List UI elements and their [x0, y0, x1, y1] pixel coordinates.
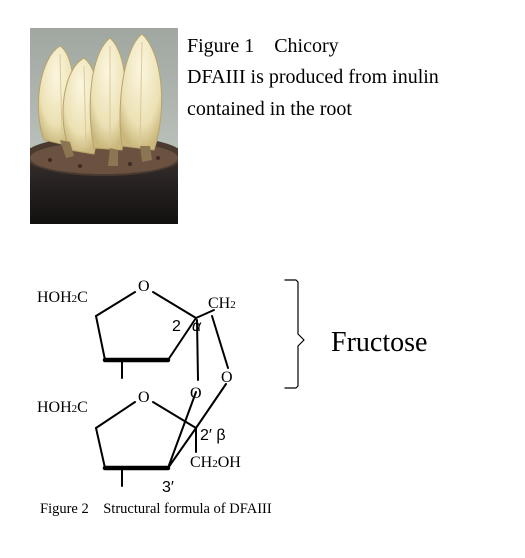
lower-hoh2c-label: HOH2C [37, 399, 88, 416]
lower-ring-bond-c5-o [95, 401, 136, 429]
bridge-oxygen-left: O [190, 385, 202, 402]
dfaiii-structural-formula: HOH2C O CH2 2 α O O HOH2C O 2′ β CH2OH 3… [0, 260, 525, 500]
upper-anomeric-number: 2 [172, 318, 181, 335]
figure1-caption-line2: DFAIII is produced from inulin [187, 66, 439, 88]
figure1-caption-title: Figure 1 Chicory [187, 35, 339, 57]
upper-ring-bond-o-c2 [152, 291, 197, 319]
upper-ring-bond-c5-c4 [95, 315, 106, 361]
lower-ring-oxygen-label: O [138, 389, 150, 406]
figure2-caption: Figure 2 Structural formula of DFAIII [40, 501, 272, 517]
bridge-oxygen-right: O [221, 369, 233, 386]
lower-ch2oh-label: CH2OH [190, 454, 241, 471]
lower-ring-bond-c2-c3 [167, 427, 197, 469]
upper-ring-bond-c2-c3 [167, 317, 197, 361]
upper-anomeric-alpha: α [192, 318, 202, 335]
fructose-bracket-label: Fructose [331, 327, 428, 358]
lower-anomeric-beta: 2′ β [200, 427, 226, 444]
chicory-photo [30, 28, 178, 224]
lower-ring-bond-c5-c4 [95, 427, 106, 469]
upper-ch2-label: CH2 [208, 295, 236, 312]
upper-ring-ch2-bond [195, 309, 215, 319]
upper-ring-bond-c5-o [95, 291, 136, 317]
fructose-bracket [284, 279, 305, 389]
figure1-caption-line3: contained in the root [187, 98, 352, 120]
ch2-to-bridge-o-right [211, 315, 229, 369]
upper-hoh2c-label: HOH2C [37, 289, 88, 306]
lower-c3-label: 3′ [162, 479, 174, 496]
lower-c2-to-bridge-o-right [195, 383, 227, 429]
chicory-plant-photo-icon [30, 28, 178, 224]
upper-c2-to-bridge-o-left [196, 319, 199, 381]
upper-ring-oxygen-label: O [138, 278, 150, 295]
lower-c3-to-bridge-o-left [167, 391, 197, 469]
lower-ring-bond-o-c2 [152, 401, 197, 429]
